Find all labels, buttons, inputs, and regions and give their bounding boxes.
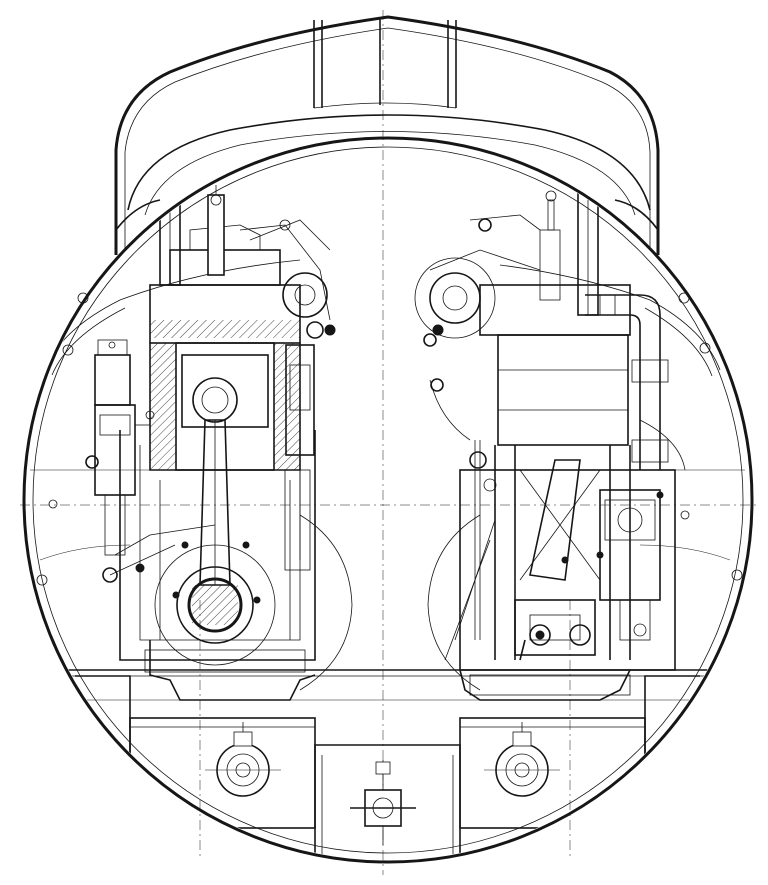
port-fuel-pump <box>85 339 216 583</box>
pressure-hull-outer <box>22 136 754 864</box>
port-engine <box>119 140 353 701</box>
centre-lines <box>20 10 760 875</box>
hull-piping <box>30 259 745 561</box>
hull-fittings <box>36 292 743 586</box>
bilge-valve-left <box>205 722 281 797</box>
hull <box>22 114 754 864</box>
starboard-engine <box>414 140 686 701</box>
bilge-valve-right <box>484 722 560 797</box>
bilge-valve-centre <box>350 760 416 845</box>
upper-frame-ring <box>127 114 651 211</box>
pressure-hull-inner <box>32 146 744 854</box>
upper-frame-ring-inner <box>144 131 636 216</box>
outer-casing <box>114 15 660 255</box>
